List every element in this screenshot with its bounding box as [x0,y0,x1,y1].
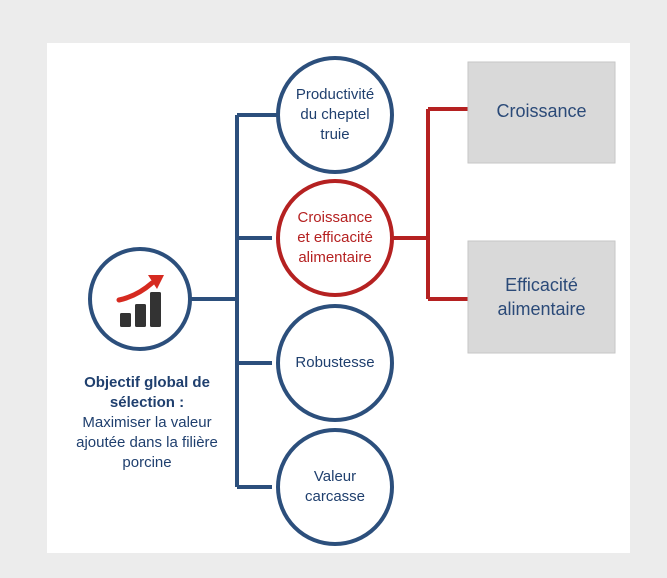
node-productivite-label: Productivité du cheptel truie [295,86,375,143]
node-robustesse-label: Robustesse [295,354,375,371]
goal-text: Objectif global de sélection : Maximiser… [59,373,235,473]
node-valeur-circle [276,428,394,546]
goal-description: Maximiser la valeur ajoutée dans la fili… [76,414,218,471]
box-efficacite-label: Efficacité alimentaire [497,275,586,319]
trend-arrow-head [148,275,164,289]
chart-bar-2 [135,304,146,327]
hierarchy-diagram [88,56,616,546]
goal-title: Objectif global de sélection : [84,374,210,411]
growth-chart-icon [116,275,164,327]
red-connectors [393,107,468,301]
diagram-card: Productivité du cheptel truie Croissance… [47,43,630,553]
box-efficacite [467,240,616,354]
goal-circle [88,247,192,351]
node-croissance-label: Croissance et efficacité alimentaire [297,209,373,266]
node-robustesse-circle [276,304,394,422]
node-productivite-circle [276,56,394,174]
box-croissance-label: Croissance [496,101,587,121]
chart-bar-1 [120,313,131,327]
node-croissance-circle [276,179,394,297]
blue-connectors [190,113,277,489]
trend-arrow-line [116,280,155,303]
chart-bar-3 [150,292,161,327]
node-valeur-label: Valeur carcasse [304,468,366,505]
box-croissance [467,61,616,164]
